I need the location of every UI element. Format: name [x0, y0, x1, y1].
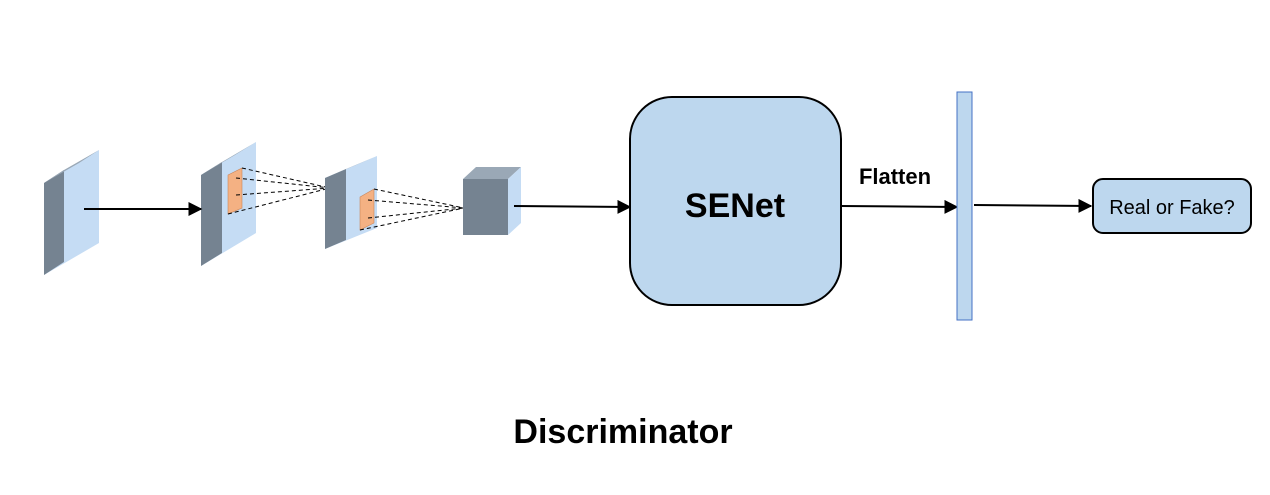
feature-cube — [463, 167, 521, 235]
output-box — [1092, 178, 1252, 234]
kernel-patch-2 — [359, 188, 375, 231]
conv-feature-map-1 — [201, 142, 256, 266]
senet-block — [629, 96, 842, 306]
flatten-vector-bar — [956, 91, 973, 321]
senet-label: SENet — [685, 187, 785, 225]
arrow-cube-to-senet — [513, 199, 632, 214]
output-label: Real or Fake? — [1109, 197, 1235, 219]
kernel-patch-1 — [227, 167, 243, 215]
receptive-field-lines-2 — [359, 188, 465, 231]
flatten-label: Flatten — [859, 164, 931, 189]
arrow-senet-to-flatten — [840, 199, 959, 214]
conv-feature-map-2 — [325, 156, 377, 249]
receptive-field-lines-1 — [227, 167, 331, 215]
arrow-flatten-to-output — [973, 198, 1093, 213]
input-feature-map — [44, 150, 99, 275]
diagram-title: Discriminator — [513, 413, 732, 451]
